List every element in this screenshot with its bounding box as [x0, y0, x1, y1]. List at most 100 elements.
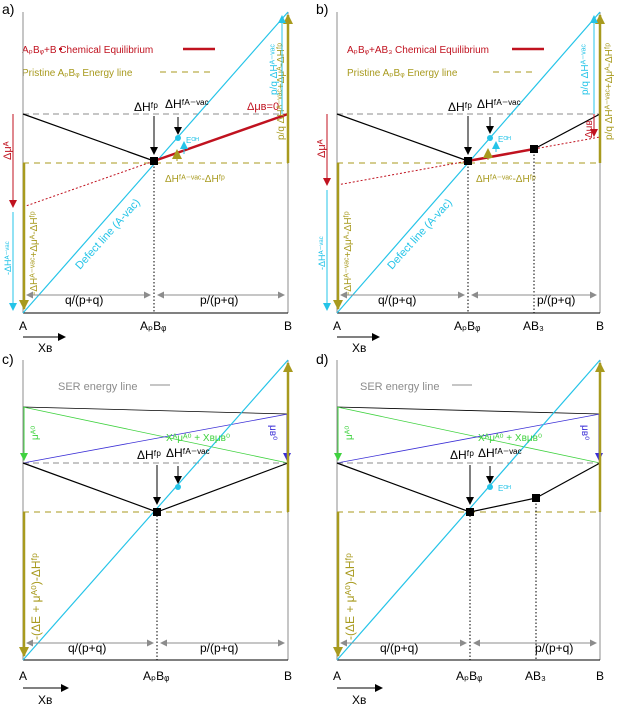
left-olive-label: -ΔHᴬ⁻ᵛᵃᶜ+Δμᴬ-ΔHᶠᵖ	[29, 211, 40, 295]
left-olive-label: -(ΔE + μᴬ⁰)-ΔHᶠᵖ	[29, 553, 43, 640]
ab3-point	[532, 494, 540, 502]
p-label: p/(p+q)	[200, 641, 238, 655]
dHfvac-label: ΔHᶠᴬ⁻ᵛᵃᶜ	[165, 97, 209, 111]
p-label: p/(p+q)	[535, 641, 573, 655]
eoh-label: Eᴼᴴ	[186, 136, 199, 145]
hull-left	[336, 113, 469, 162]
vacancy-point	[487, 135, 493, 141]
equilibrium-line	[467, 147, 535, 163]
q-label: q/(p+q)	[378, 293, 416, 307]
axis-A-label: A	[19, 319, 27, 333]
mix-label: Xᴬμᴬ⁰ + Xʙμʙ⁰	[166, 433, 230, 444]
dHfvac-label: ΔHᶠᴬ⁻ᵛᵃᶜ	[166, 446, 210, 460]
legend-a-chem-eq: AₚBᵩ+B Chemical Equilibrium	[22, 45, 153, 56]
extrapolated-line	[22, 160, 155, 208]
q-label: q/(p+q)	[65, 293, 103, 307]
xb-label: Xʙ	[38, 693, 52, 707]
panel-b: b) AₚBᵩ+AB₃ Chemical Equilibrium Pristin…	[316, 1, 615, 355]
equilibrium-line	[153, 112, 289, 163]
left-cyan-label: -ΔHᴬ⁻ᵛᵃᶜ	[317, 236, 327, 270]
muB0-label: μʙ⁰	[579, 425, 590, 440]
diff-label: ΔHᶠᴬ⁻ᵛᵃᶜ-ΔHᶠᵖ	[165, 174, 225, 185]
axis-A-label: A	[333, 319, 341, 333]
xb-label: Xʙ	[352, 693, 366, 707]
axis-B-label: B	[284, 319, 292, 333]
axis-ApBq-label: AₚBᵩ	[140, 319, 166, 333]
xb-label: Xʙ	[352, 341, 366, 355]
compound-point	[153, 508, 161, 516]
ser-energy-line	[336, 406, 601, 415]
left-olive-label: -ΔHᴬ⁻ᵛᵃᶜ+Δμᴬ-ΔHᶠᵖ	[343, 211, 354, 295]
hull-right	[533, 113, 601, 150]
legend-b-chem-eq: AₚBᵩ+AB₃ Chemical Equilibrium	[347, 45, 489, 56]
eoh-label: Eᴼᴴ	[498, 135, 511, 144]
muA0-label: μᴬ⁰	[344, 426, 355, 440]
vacancy-point	[175, 484, 181, 490]
p-label: p/(p+q)	[537, 293, 575, 307]
ser-label: SER energy line	[58, 381, 138, 393]
dHf-label: ΔHᶠᵖ	[137, 448, 161, 462]
p-label: p/(p+q)	[200, 293, 238, 307]
dHf-label: ΔHᶠᵖ	[134, 100, 158, 114]
ab3-point	[530, 145, 538, 153]
q-label: q/(p+q)	[68, 641, 106, 655]
hull-right	[156, 462, 289, 513]
axis-B-label: B	[596, 319, 604, 333]
axis-B-label: B	[596, 669, 604, 683]
ser-energy-line	[22, 406, 289, 415]
compound-point	[466, 508, 474, 516]
blue-reference-line	[22, 413, 289, 464]
axis-B-label: B	[284, 669, 292, 683]
axis-A-label: A	[19, 669, 27, 683]
muB0-label: μʙ⁰	[267, 425, 278, 440]
extrapolated-line-left	[336, 160, 469, 186]
right-cyan-label: p/q ΔHᴬ⁻ᵛᵃᶜ	[269, 44, 280, 95]
axis-ApBq-label: AₚBᵩ	[143, 669, 169, 683]
legend-a-pristine: Pristine AₚBᵩ Energy line	[22, 68, 133, 79]
hull-left	[22, 113, 155, 162]
xb-label: Xʙ	[38, 341, 52, 355]
dHf-label: ΔHᶠᵖ	[448, 100, 472, 114]
dHf-label: ΔHᶠᵖ	[450, 448, 474, 462]
eoh-label: Eᴼᴴ	[498, 484, 511, 493]
vacancy-point	[175, 135, 181, 141]
dHfvac-label: ΔHᶠᴬ⁻ᵛᵃᶜ	[478, 446, 522, 460]
left-olive-label: -(ΔE + μᴬ⁰)-ΔHᶠᵖ	[343, 553, 357, 640]
panel-d-label: d)	[316, 351, 328, 367]
vacancy-point	[487, 484, 493, 490]
panel-a-label: a)	[2, 1, 14, 17]
axis-ApBq-label: AₚBᵩ	[454, 319, 480, 333]
dmuA-label: Δμᴬ	[316, 139, 328, 158]
panel-c-label: c)	[2, 351, 14, 367]
panel-b-label: b)	[316, 1, 328, 17]
axis-A-label: A	[333, 669, 341, 683]
extrapolated-line-right	[533, 136, 601, 150]
right-cyan-label: p/q ΔHᴬ⁻ᵛᵃᶜ	[580, 44, 591, 95]
axis-AB3-label: AB₃	[523, 319, 544, 333]
compound-point	[150, 157, 158, 165]
ser-label: SER energy line	[360, 381, 440, 393]
panel-c: c) SER energy line ΔHᶠᵖ ΔHᶠᴬ⁻ᵛᵃᶜ Xᴬμᴬ⁰ +…	[2, 351, 293, 707]
axis-ApBq-label: AₚBᵩ	[456, 669, 482, 683]
blue-reference-line	[336, 413, 601, 464]
legend-b-pristine: Pristine AₚBᵩ Energy line	[347, 68, 458, 79]
panel-a: a) AₚBᵩ+B Chemical Equilibrium Pristine …	[2, 1, 293, 355]
defect-line-label: Defect line (A-vac)	[73, 197, 142, 272]
green-reference-line	[22, 406, 289, 464]
dHfvac-label: ΔHᶠᴬ⁻ᵛᵃᶜ	[477, 97, 521, 111]
mix-label: Xᴬμᴬ⁰ + Xʙμʙ⁰	[478, 433, 542, 444]
dmuB-label: Δμʙ=0	[247, 101, 279, 113]
panel-d: d) SER energy line ΔHᶠᵖ ΔHᶠᴬ⁻ᵛᵃᶜ Eᴼᴴ Xᴬμ…	[316, 351, 605, 707]
hull-right	[535, 462, 601, 499]
right-olive-label: p/q ΔHᴬ⁻ᵛᵃᶜ+Δμᴬ-ΔHᶠᵖ	[604, 43, 615, 140]
axis-AB3-label: AB₃	[525, 669, 546, 683]
muA0-label: μᴬ⁰	[30, 426, 41, 440]
compound-point	[464, 157, 472, 165]
left-cyan-label: -ΔHᴬ⁻ᵛᵃᶜ	[3, 241, 13, 275]
dmuA-label: Δμᴬ	[2, 141, 14, 160]
green-reference-line	[336, 406, 601, 464]
hull-left	[22, 462, 158, 513]
defect-line-label: Defect line (A-vac)	[385, 197, 454, 272]
q-label: q/(p+q)	[380, 641, 418, 655]
diff-label: ΔHᶠᴬ⁻ᵛᵃᶜ-ΔHᶠᵖ	[476, 174, 536, 185]
